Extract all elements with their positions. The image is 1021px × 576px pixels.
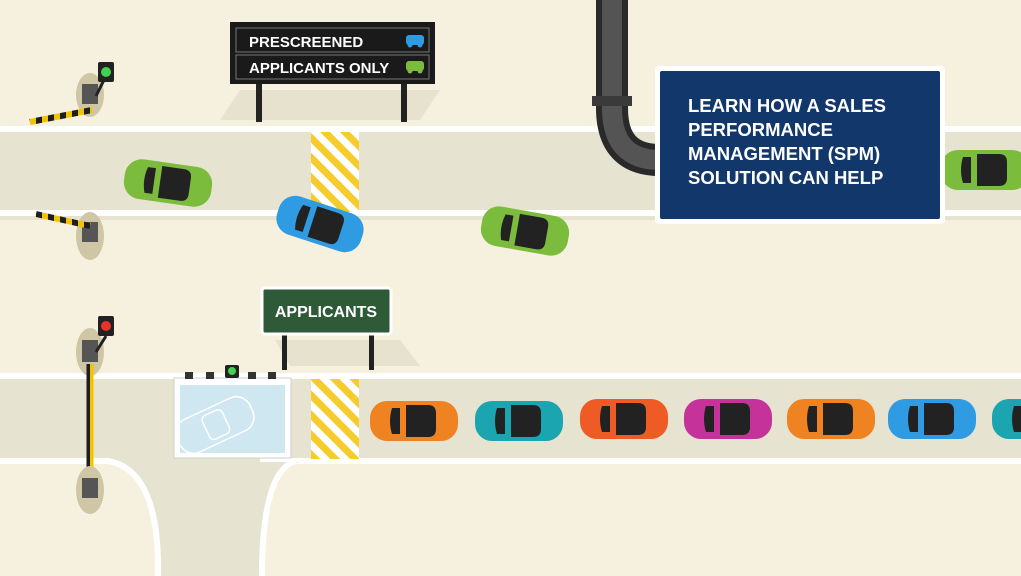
- car-icon: [992, 399, 1021, 439]
- barrier-gate-icon: [35, 211, 104, 260]
- car-icon: [370, 401, 458, 441]
- car-icon: [787, 399, 875, 439]
- cta-line-4: SOLUTION CAN HELP: [688, 167, 883, 188]
- applicants-label: APPLICANTS: [275, 304, 378, 321]
- traffic-light-icon: [98, 62, 114, 82]
- car-icon: [684, 399, 772, 439]
- applicants-only-text: APPLICANTS ONLY: [249, 60, 389, 77]
- barrier-gate-icon: [29, 73, 106, 125]
- cta-line-1: LEARN HOW A SALES: [688, 95, 886, 116]
- cta-box[interactable]: LEARN HOW A SALES PERFORMANCE MANAGEMENT…: [655, 66, 945, 224]
- car-icon: [406, 35, 424, 48]
- toll-booth-icon: [173, 365, 292, 459]
- applicants-sign: APPLICANTS: [260, 286, 420, 370]
- car-icon: [888, 399, 976, 439]
- cta-line-2: PERFORMANCE: [688, 119, 833, 140]
- car-icon: [406, 61, 424, 74]
- car-icon: [580, 399, 668, 439]
- barrier-gate-icon: [76, 328, 104, 514]
- upper-crosswalk: [311, 132, 359, 212]
- car-icon: [475, 401, 563, 441]
- cta-line-3: MANAGEMENT (SPM): [688, 143, 880, 164]
- prescreened-sign: PRESCREENED APPLICANTS ONLY: [220, 22, 440, 122]
- traffic-light-icon: [94, 316, 114, 353]
- lower-crosswalk: [311, 379, 359, 459]
- car-icon: [941, 150, 1021, 190]
- prescreened-text: PRESCREENED: [249, 34, 363, 51]
